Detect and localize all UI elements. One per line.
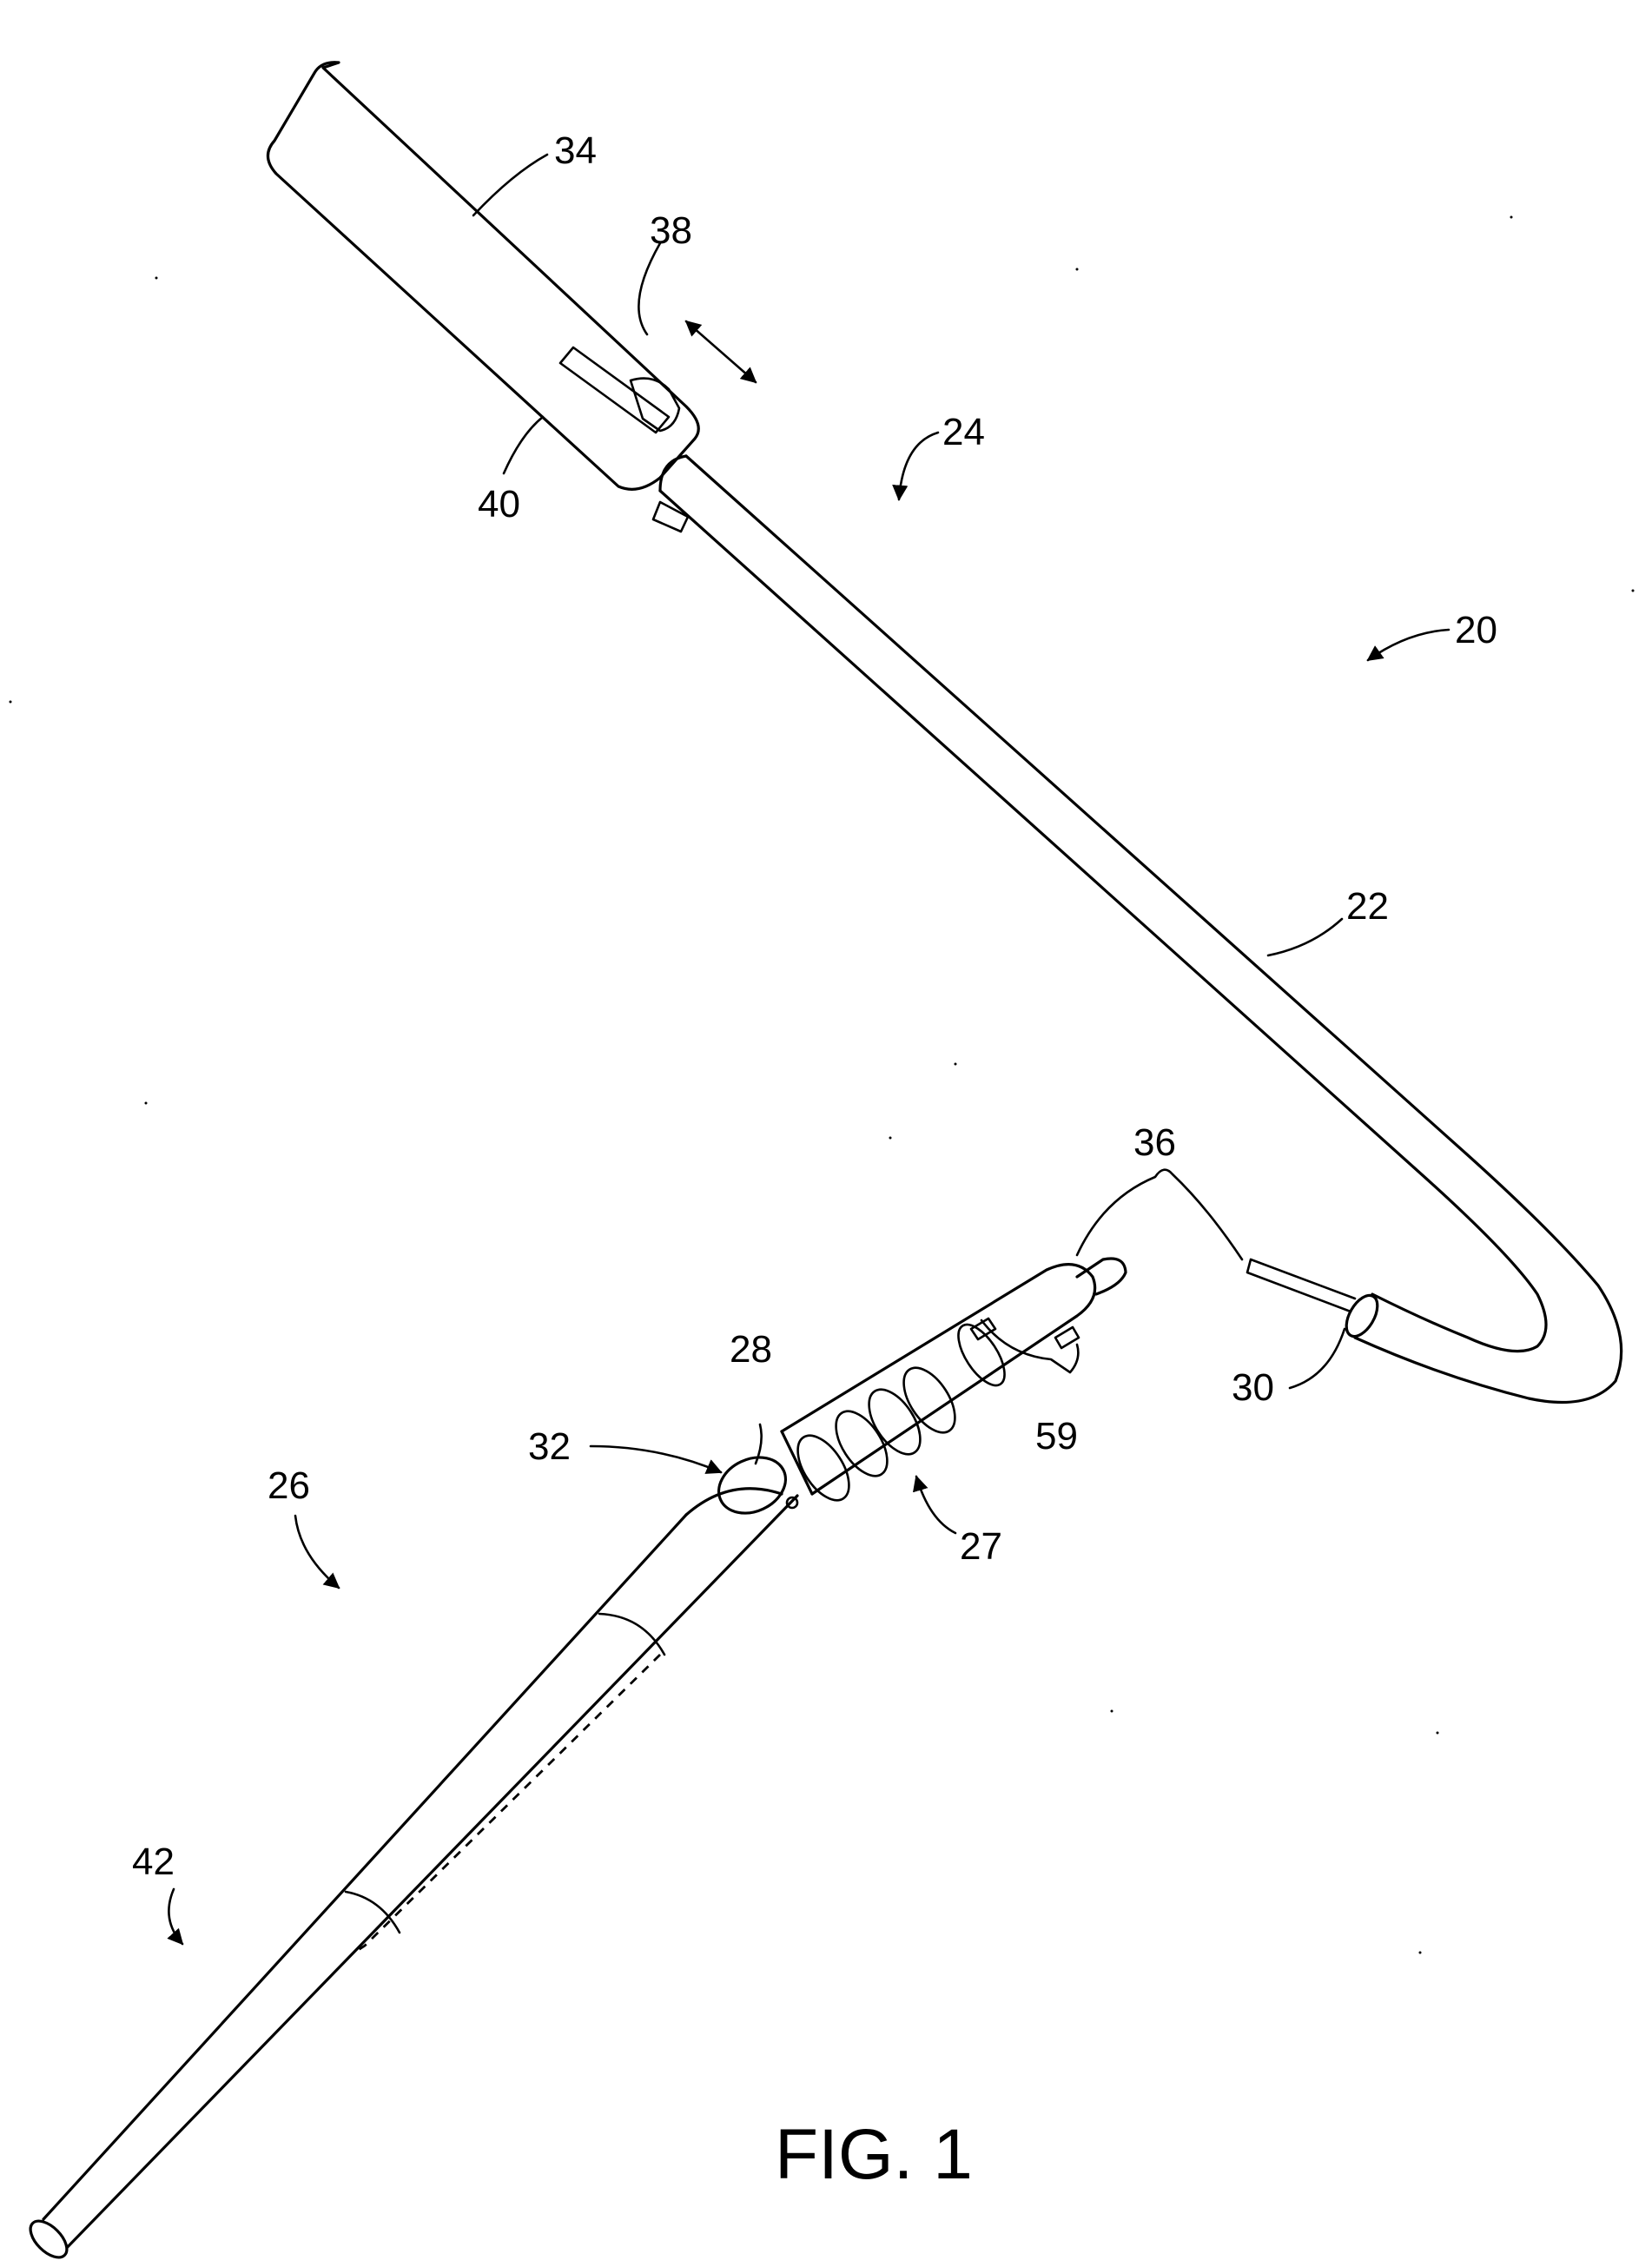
wire-rod — [1247, 1259, 1355, 1312]
label-38: 38 — [650, 209, 692, 252]
handle — [268, 63, 698, 532]
label-40: 40 — [478, 483, 520, 525]
label-36: 36 — [1133, 1121, 1176, 1164]
label-27: 27 — [960, 1525, 1002, 1568]
label-59: 59 — [1035, 1415, 1078, 1457]
label-26: 26 — [268, 1464, 310, 1507]
label-22: 22 — [1346, 885, 1389, 928]
label-30: 30 — [1232, 1366, 1274, 1409]
figure-caption: FIG. 1 — [775, 2115, 973, 2194]
label-20: 20 — [1455, 609, 1497, 651]
label-28: 28 — [730, 1328, 772, 1371]
label-34: 34 — [554, 129, 597, 172]
clip-59-b — [1055, 1327, 1079, 1348]
shaft — [660, 456, 1622, 1403]
leader-lines — [169, 155, 1449, 1944]
guide-dashed — [352, 1655, 660, 1954]
reference-labels: 34 38 40 24 20 22 36 30 59 28 32 27 26 4… — [132, 129, 1497, 1883]
stop-tab — [653, 502, 688, 532]
slider-slot — [560, 347, 669, 433]
slider-knob — [631, 379, 679, 431]
label-32: 32 — [528, 1425, 571, 1468]
label-42: 42 — [132, 1841, 175, 1883]
label-24: 24 — [942, 411, 985, 453]
sheath-distal-ring — [24, 2215, 74, 2264]
